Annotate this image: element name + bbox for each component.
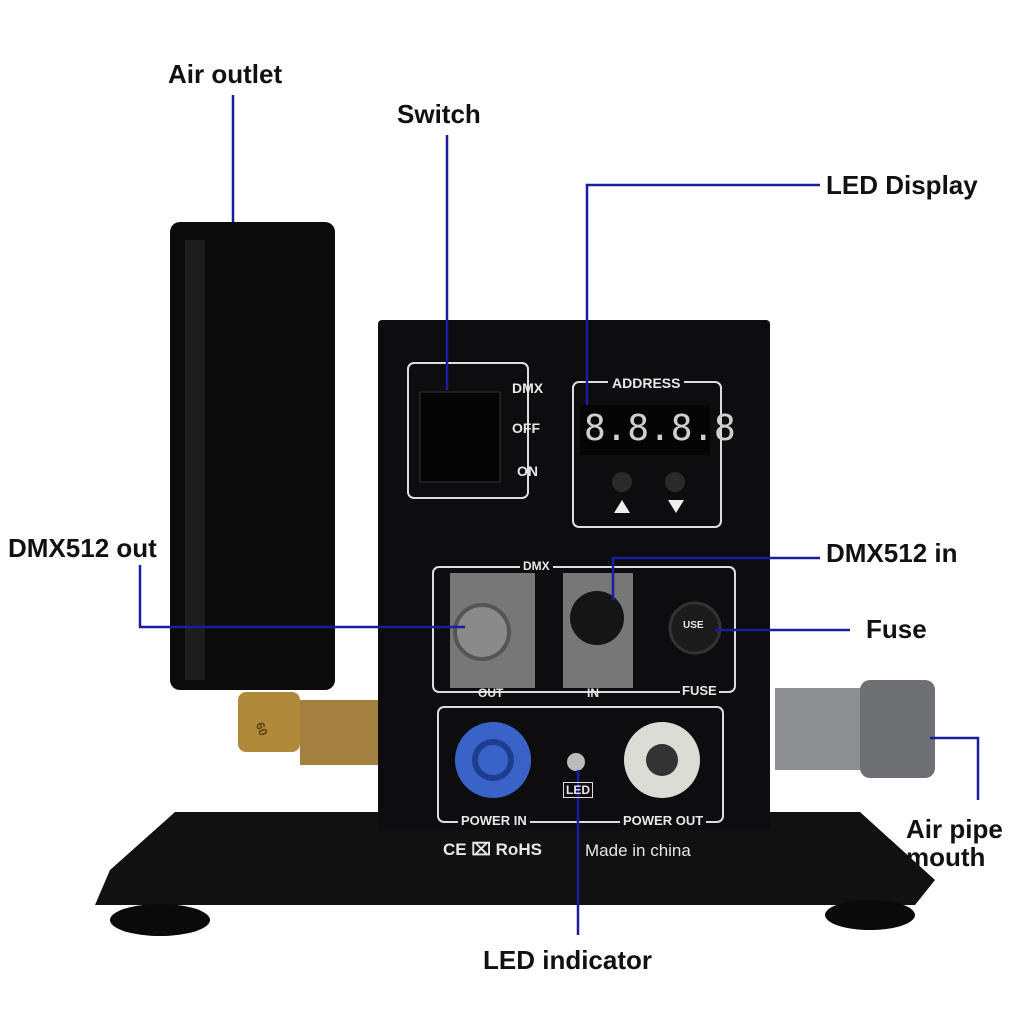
power-out-label: POWER OUT — [620, 813, 707, 828]
power-in-label: POWER IN — [458, 813, 530, 828]
brass-elbow — [238, 692, 300, 752]
callout-air-pipe-mouth-line1: Air pipe — [906, 814, 1003, 844]
dmx-in-label: IN — [587, 686, 599, 700]
switch-mode-on: ON — [517, 463, 538, 479]
callout-dmx-in: DMX512 in — [826, 538, 958, 568]
dmx-group-label: DMX — [520, 559, 553, 573]
address-label: ADDRESS — [608, 375, 685, 391]
foot-left — [110, 904, 210, 936]
fuse-label: FUSE — [680, 683, 719, 698]
fuse-holder — [668, 601, 722, 655]
switch-mode-dmx: DMX — [512, 380, 544, 396]
brass-nut — [300, 700, 380, 765]
led-display-window — [580, 405, 710, 455]
callout-air-pipe-mouth-line2: mouth — [906, 842, 986, 872]
down-arrow-icon — [668, 500, 684, 513]
air-outlet-cylinder — [170, 222, 335, 690]
down-button — [665, 472, 685, 492]
made-in-label: Made in china — [585, 841, 691, 860]
certification-marks: CE ⌧ RoHS — [443, 840, 542, 859]
rocker-switch — [419, 391, 501, 483]
led-display-value: 8.8.8.8 — [584, 408, 736, 449]
callout-switch: Switch — [397, 99, 481, 129]
dmx-out-label: OUT — [478, 686, 504, 700]
power-in-connector — [455, 722, 531, 798]
callout-fuse: Fuse — [866, 614, 927, 644]
base-plate — [95, 812, 935, 905]
callout-led-display: LED Display — [826, 170, 978, 200]
fuse-cap-text: USE — [683, 620, 704, 631]
led-label: LED — [563, 782, 593, 798]
callout-air-outlet: Air outlet — [168, 59, 283, 89]
callout-led-indicator: LED indicator — [483, 945, 653, 975]
up-arrow-icon — [614, 500, 630, 513]
xlr-out-socket — [453, 603, 511, 661]
pipe-fitting — [775, 688, 870, 770]
callout-dmx-out: DMX512 out — [8, 533, 157, 563]
xlr-in-socket — [570, 591, 624, 645]
foot-right — [825, 900, 915, 930]
switch-mode-off: OFF — [512, 420, 540, 436]
leader-lines — [138, 95, 980, 935]
led-indicator — [567, 753, 585, 771]
up-button — [612, 472, 632, 492]
pipe-mouth — [860, 680, 935, 778]
